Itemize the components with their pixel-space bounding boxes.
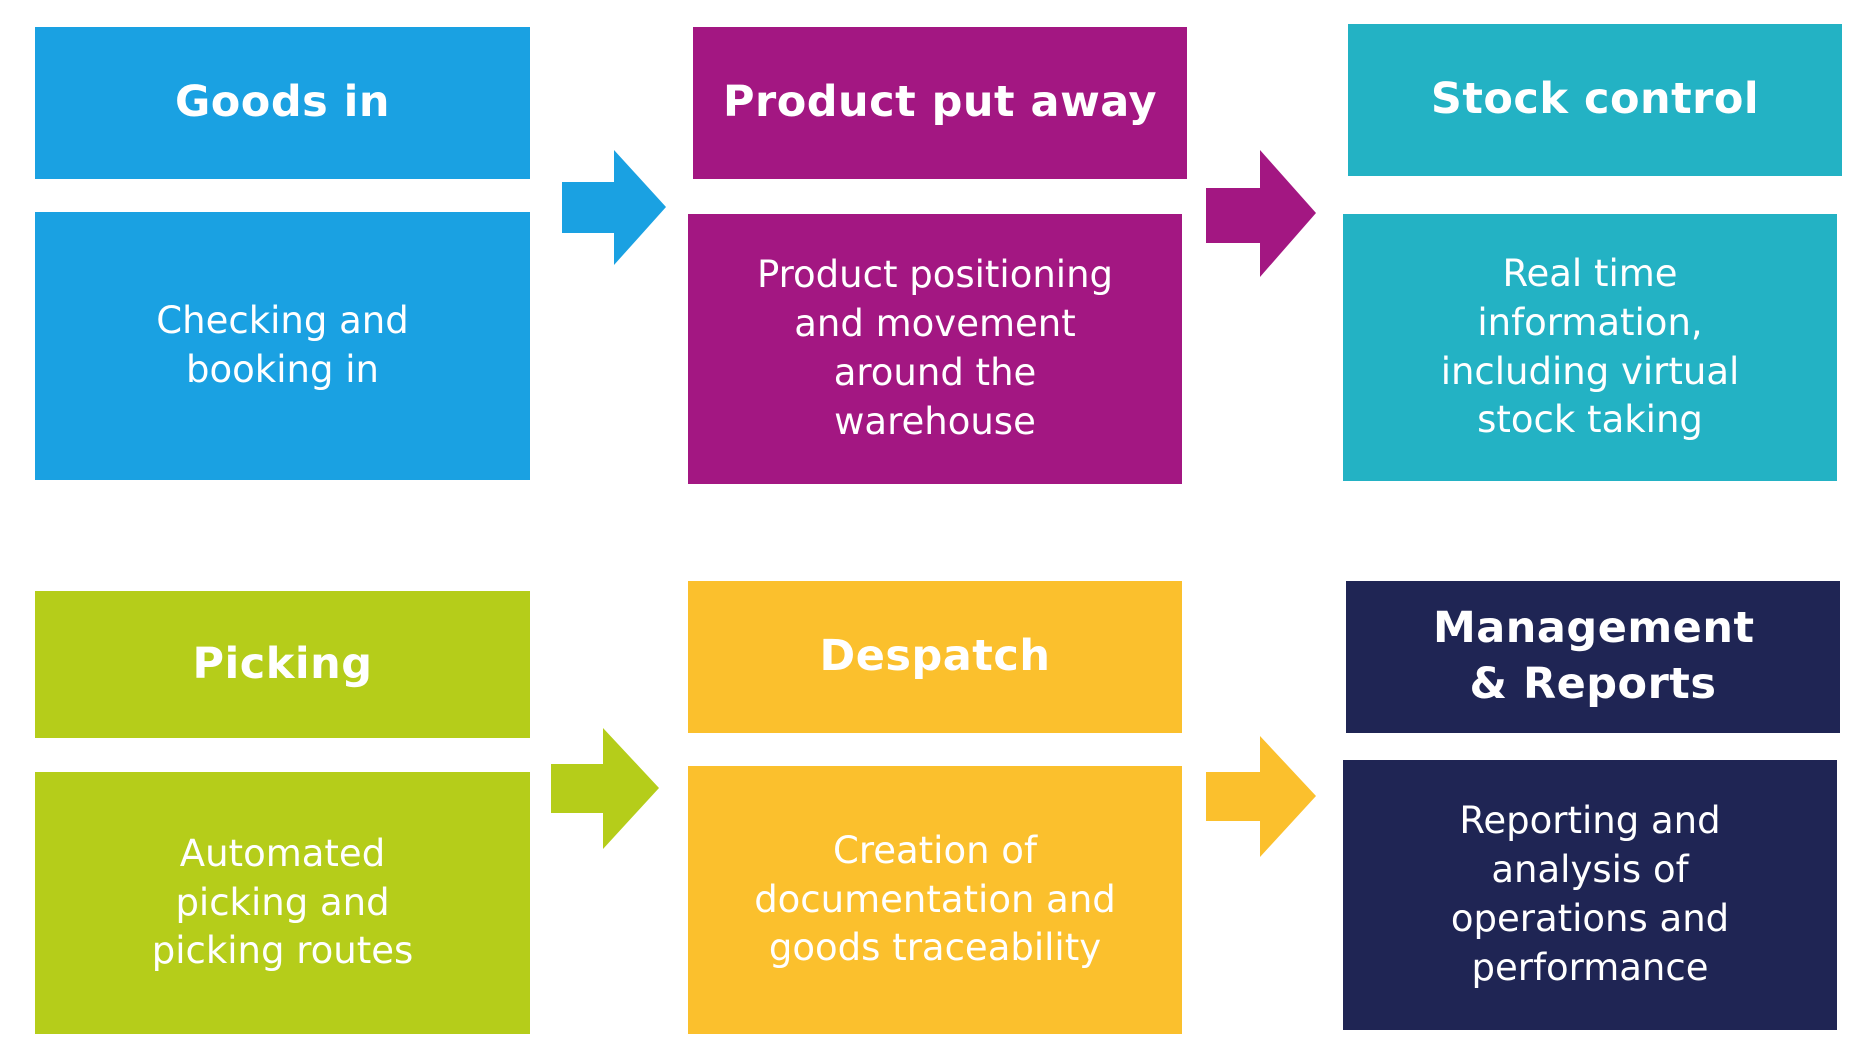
step-product-put-away-description: Product positioning and movement around … [688, 214, 1182, 484]
arrow-despatch-to-management [1206, 736, 1316, 857]
step-title-text: Despatch [819, 631, 1051, 682]
step-description-text: Creation of documentation and goods trac… [754, 828, 1116, 970]
step-goods-in-title: Goods in [35, 27, 530, 179]
step-despatch-description: Creation of documentation and goods trac… [688, 766, 1182, 1034]
step-title-text: Picking [192, 638, 373, 689]
arrow-shape [562, 150, 666, 265]
step-picking-description: Automated picking and picking routes [35, 772, 530, 1034]
arrow-shape [1206, 736, 1316, 857]
arrow-put-away-to-stock-control [1206, 150, 1316, 277]
step-title-text: Stock control [1430, 74, 1760, 125]
step-description-text: Reporting and analysis of operations and… [1450, 799, 1730, 989]
step-goods-in-description: Checking and booking in [35, 212, 530, 480]
step-stock-control-title: Stock control [1348, 24, 1842, 176]
arrow-goods-in-to-put-away [562, 150, 666, 265]
step-description-text: Real time information, including virtual… [1440, 251, 1740, 442]
step-title-text: Product put away [722, 77, 1158, 128]
step-title-text: Goods in [174, 77, 391, 128]
step-description-text: Automated picking and picking routes [151, 831, 414, 973]
step-picking-title: Picking [35, 591, 530, 738]
step-management-reports-title: Management & Reports [1346, 581, 1840, 733]
arrow-shape [551, 728, 659, 849]
arrow-shape [1206, 150, 1316, 277]
arrow-picking-to-despatch [551, 728, 659, 849]
step-despatch-title: Despatch [688, 581, 1182, 733]
step-management-reports-description: Reporting and analysis of operations and… [1343, 760, 1837, 1030]
step-title-text: Management & Reports [1433, 603, 1755, 709]
step-description-text: Product positioning and movement around … [756, 253, 1114, 443]
step-product-put-away-title: Product put away [693, 27, 1187, 179]
step-description-text: Checking and booking in [156, 299, 409, 391]
step-stock-control-description: Real time information, including virtual… [1343, 214, 1837, 481]
